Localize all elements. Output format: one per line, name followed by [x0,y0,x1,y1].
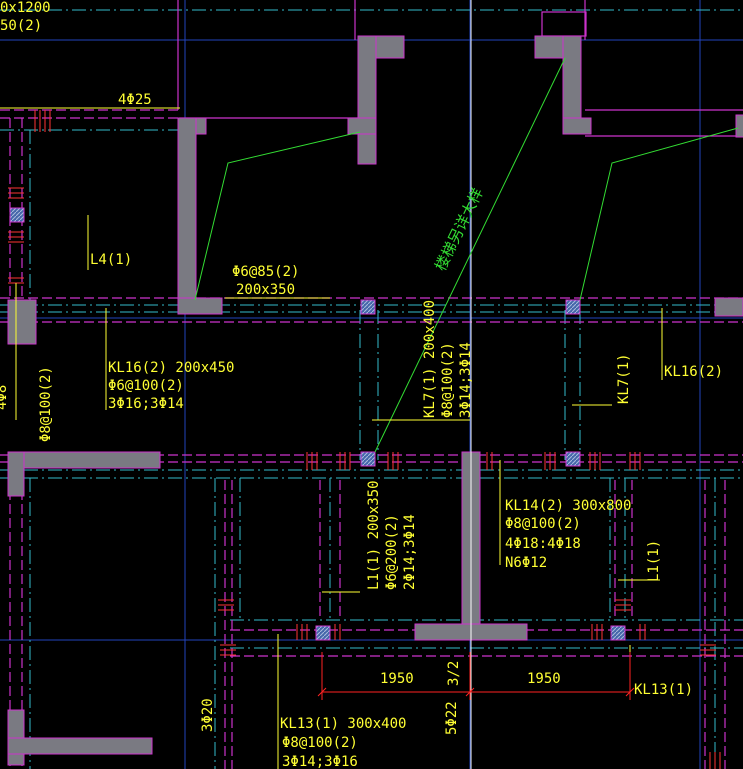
kl14-label-b: Φ8@100(2) [505,516,581,532]
kl13-label-c: 3Φ14;3Φ16 [282,754,358,769]
leader-lines [0,107,663,769]
kl7-label-b: Φ8@100(2) [440,342,456,418]
top-rebar-label: 4Φ25 [118,92,152,108]
kl14-label-a: KL14(2) 300x800 [505,498,631,514]
l1-label-a: L1(1) 200x350 [366,480,382,590]
corner-label-b: 50(2) [0,18,42,34]
kl13-right-label: KL13(1) [634,682,693,698]
kl14-label-c: 4Φ18:4Φ18 [505,536,581,552]
dimension-line [317,652,635,700]
l4-label: L4(1) [90,252,132,268]
kl16-label-c: 3Φ16;3Φ14 [108,396,184,412]
stair-note-label: 楼梯另详大样 [431,185,487,274]
kl14-label-d: N6Φ12 [505,555,547,571]
dimension-mid-value: 3/2 [446,661,462,686]
stirrup-label: Φ6@85(2) [232,264,299,280]
size-label: 200x350 [236,282,295,298]
kl16-right-label: KL16(2) [664,364,723,380]
bottom-mid-vertical-label: 5Φ22 [444,701,460,735]
axis-lines [0,9,743,769]
rebar-marks [8,110,721,769]
kl16-label-b: Φ6@100(2) [108,378,184,394]
kl13-label-a: KL13(1) 300x400 [280,716,406,732]
dimension-right-value: 1950 [527,671,561,687]
kl16-label-a: KL16(2) 200x450 [108,360,234,376]
corner-label-a: 0x1200 [0,0,51,16]
kl7-label-a: KL7(1) 200x400 [422,300,438,418]
l1-label-b: Φ6@200(2) [384,514,400,590]
columns [9,207,626,641]
left-vertical-label-a: Φ8@100(2) [38,366,54,442]
left-vertical-label-b: 4Φ8 [0,385,10,410]
dimension-left-value: 1950 [380,671,414,687]
kl13-label-b: Φ8@100(2) [282,735,358,751]
kl7-right-label: KL7(1) [616,353,632,404]
l1-right-label: L1(1) [646,540,662,582]
bottom-left-vertical-label: 3Φ20 [200,698,216,732]
beam-outlines [0,109,743,769]
stair-lines [194,57,739,453]
kl7-label-c: 3Φ14;3Φ14 [458,342,474,418]
l1-label-c: 2Φ14;3Φ14 [402,514,418,590]
